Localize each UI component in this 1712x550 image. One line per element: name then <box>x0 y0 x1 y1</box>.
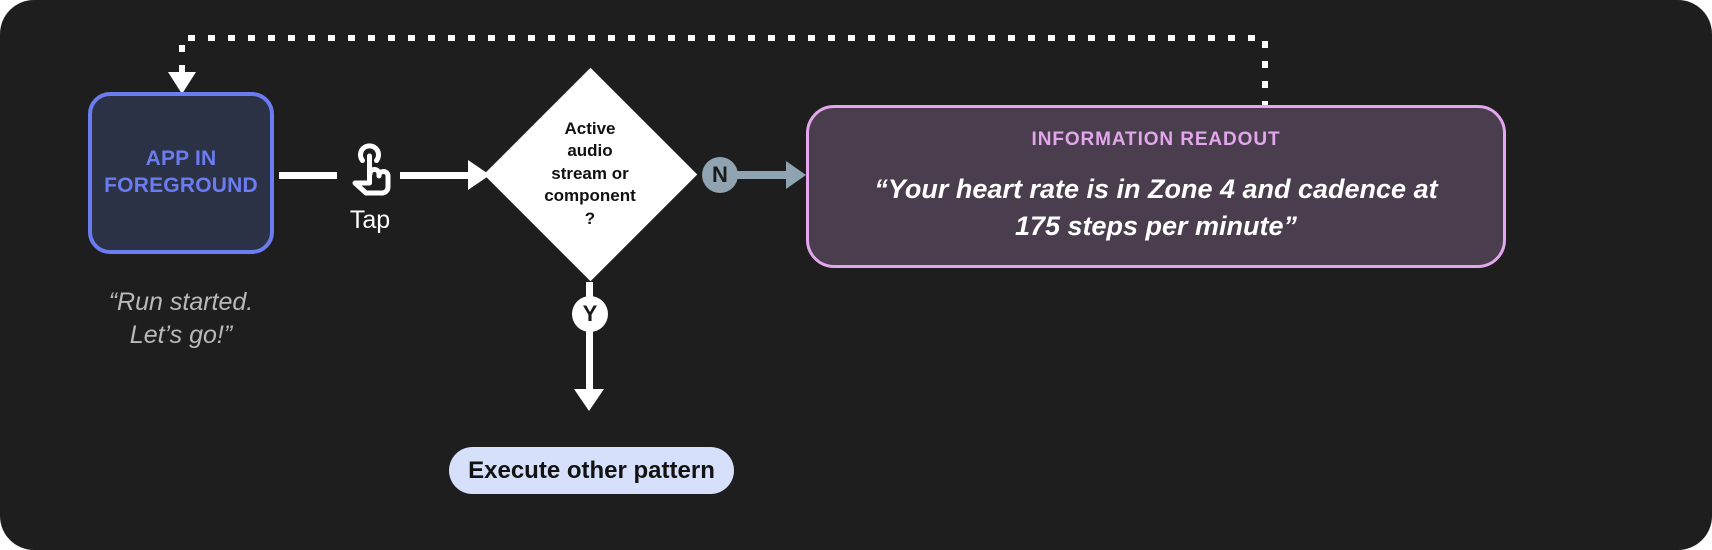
connector-decision-to-readout-arrowhead <box>786 161 806 189</box>
branch-badge-no: N <box>702 157 738 193</box>
connector-decision-to-pattern-bottom <box>586 329 593 393</box>
app-state-label: APP IN FOREGROUND <box>104 147 258 197</box>
node-information-readout[interactable]: INFORMATION READOUT “Your heart rate is … <box>806 105 1506 268</box>
readout-body: “Your heart rate is in Zone 4 and cadenc… <box>874 174 1438 241</box>
connector-decision-to-pattern-arrowhead <box>574 389 604 411</box>
node-app-in-foreground[interactable]: APP IN FOREGROUND <box>88 92 274 254</box>
tap-hand-icon <box>352 143 391 196</box>
connector-decision-to-readout <box>737 171 789 179</box>
connector-tap-to-decision-arrowhead <box>468 160 490 190</box>
connector-decision-to-pattern-top <box>586 282 593 304</box>
node-execute-other-pattern[interactable]: Execute other pattern <box>449 447 734 494</box>
app-state-caption: “Run started. Let’s go!” <box>108 288 254 349</box>
connector-tap-to-decision <box>400 172 472 179</box>
execute-other-pattern-label: Execute other pattern <box>468 456 715 484</box>
decision-label: Active audio stream or component ? <box>544 118 636 228</box>
tap-gesture-label: Tap <box>349 206 391 234</box>
readout-title: INFORMATION READOUT <box>1031 129 1281 151</box>
node-decision-audio-stream[interactable]: Active audio stream or component ? <box>483 67 697 281</box>
connector-app-to-tap <box>279 172 337 179</box>
branch-badge-yes: Y <box>572 296 608 332</box>
